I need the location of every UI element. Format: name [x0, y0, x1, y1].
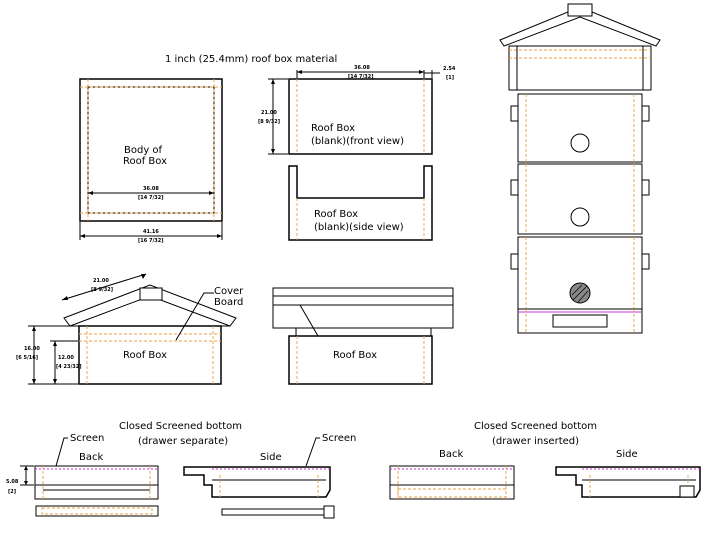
closed-left-title-1: Closed Screened bottom — [119, 421, 242, 432]
roof-assembly-right: Roof Box — [272, 287, 454, 385]
roof-slope-dim: 21.00 — [93, 278, 109, 284]
total-height-dim: 16.00 — [24, 346, 40, 352]
box-height-dim-in: [4 23/32] — [56, 364, 82, 370]
closed-right-title-1: Closed Screened bottom — [474, 421, 597, 432]
box-height-dim: 12.00 — [58, 355, 74, 361]
thickness-dim-in: [1] — [446, 75, 454, 81]
side-view-label-1: Roof Box — [314, 209, 358, 220]
cover-board-label-2: Board — [214, 297, 243, 308]
roof-assembly-left: Roof Box Cover Board 21.00 [8 9/32] 16.0… — [16, 273, 244, 385]
body-of-roof-box-label-2: Roof Box — [123, 156, 167, 167]
bottom-height-dim: 5.08 — [6, 479, 19, 485]
front-view-label-2: (blank)(front view) — [311, 136, 404, 147]
thickness-dim: 2.54 — [443, 66, 456, 72]
body-of-roof-box-view: Body of Roof Box 36.08 [14 7/32] 41.16 [… — [79, 78, 223, 244]
front-view-label-1: Roof Box — [311, 123, 355, 134]
roof-box-label-right: Roof Box — [333, 350, 377, 361]
front-height-dim-in: [8 9/32] — [258, 119, 280, 125]
closed-right-title-2: (drawer inserted) — [492, 436, 579, 447]
front-height-dim: 21.00 — [261, 110, 277, 116]
screened-bottom-separate: Closed Screened bottom (drawer separate)… — [6, 421, 356, 519]
total-height-dim-in: [6 5/16] — [16, 355, 38, 361]
front-width-dim-in: [14 7/32] — [348, 74, 374, 80]
roof-box-side-view: Roof Box (blank)(side view) — [288, 165, 433, 241]
screened-bottom-inserted: Closed Screened bottom (drawer inserted)… — [389, 421, 701, 500]
bottom-height-dim-in: [2] — [8, 489, 16, 495]
body-outer-dim: 41.16 — [143, 229, 159, 235]
roof-box-label-left: Roof Box — [123, 350, 167, 361]
back-label-1: Back — [79, 452, 103, 463]
closed-left-title-2: (drawer separate) — [138, 436, 228, 447]
screen-label-2: Screen — [322, 433, 356, 444]
side-label-2: Side — [616, 449, 638, 460]
screen-label-1: Screen — [70, 433, 104, 444]
front-width-dim: 36.08 — [354, 65, 370, 71]
roof-slope-dim-in: [8 9/32] — [91, 287, 113, 293]
body-outer-dim-in: [16 7/32] — [138, 238, 164, 244]
roof-box-front-view: Roof Box (blank)(front view) 21.00 [8 9/… — [258, 65, 456, 155]
side-label-1: Side — [260, 452, 282, 463]
body-inner-dim: 36.08 — [143, 186, 159, 192]
body-of-roof-box-label-1: Body of — [124, 145, 163, 156]
back-label-2: Back — [439, 449, 463, 460]
cover-board-label-1: Cover — [214, 286, 244, 297]
side-view-label-2: (blank)(side view) — [314, 222, 404, 233]
roof-material-title: 1 inch (25.4mm) roof box material — [165, 54, 337, 65]
full-hive-view — [499, 3, 661, 334]
body-inner-dim-in: [14 7/32] — [138, 195, 164, 201]
